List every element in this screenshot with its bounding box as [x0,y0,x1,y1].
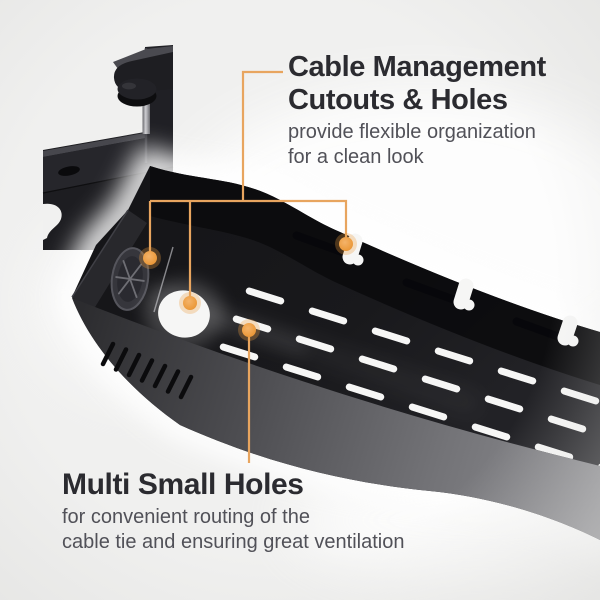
callout-dot-grommet [143,251,157,265]
callout-top-desc-line1: provide flexible organization [288,121,536,143]
callout-top-title-line2: Cutouts & Holes [288,84,508,116]
cutout-notch [557,315,578,346]
callout-bottom-title: Multi Small Holes [62,468,304,501]
callout-top-desc-line2: for a clean look [288,145,424,168]
callout-bottom-desc-line1: for convenient routing of the [62,506,310,528]
callout-dot-small-hole [242,323,256,337]
callout-multi-small-holes: Multi Small Holes for convenient routing… [62,468,404,554]
callout-bottom-desc-line2: cable tie and ensuring great ventilation [62,530,405,553]
callout-top-title-line1: Cable Management [288,51,546,83]
callout-dot-cutout [339,237,353,251]
clamp-pad-top [117,78,157,100]
callout-dot-hole [183,296,197,310]
cutout-notch [453,278,474,310]
callout-cable-management: Cable Management Cutouts & Holes provide… [288,51,546,169]
